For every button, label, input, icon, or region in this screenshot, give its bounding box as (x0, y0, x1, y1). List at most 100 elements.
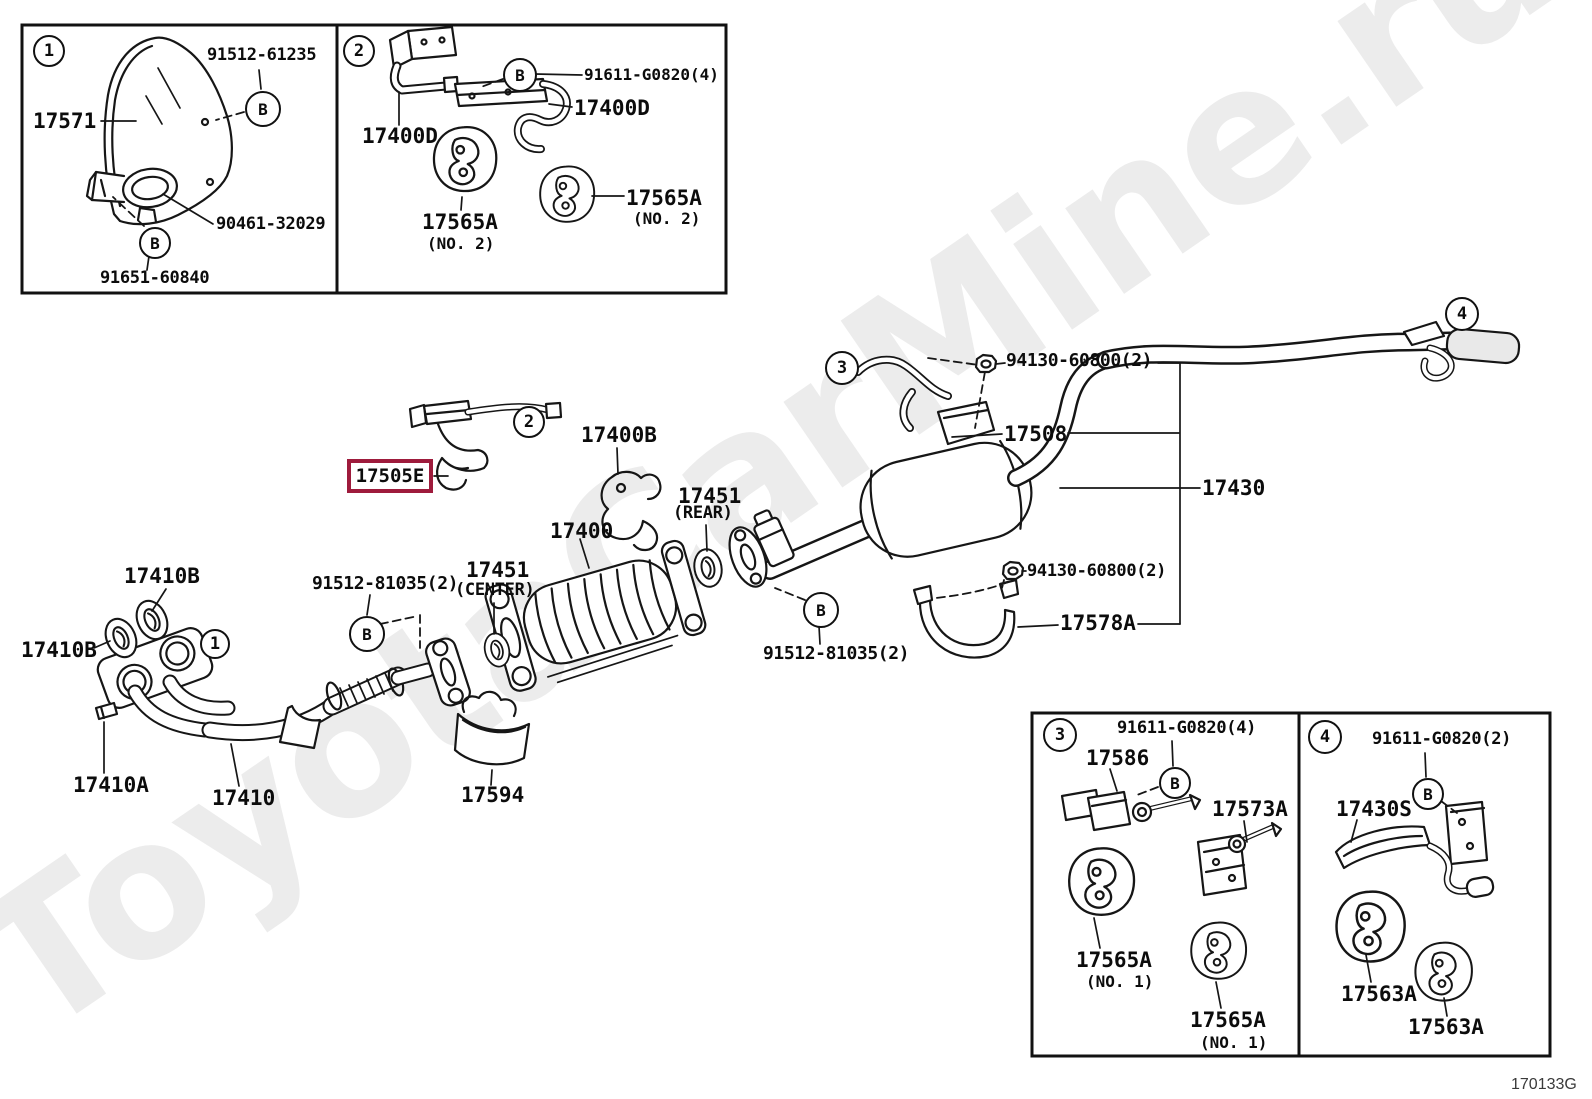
part-label-17565a-box2-right: 17565A (626, 186, 702, 210)
bracket-17573a-drawing (1196, 821, 1283, 897)
part-label-90461-32029: 90461-32029 (216, 214, 326, 234)
inset-box-4 (1297, 711, 1552, 1058)
part-label-17594: 17594 (461, 783, 525, 807)
insulator-17565a-drawing (1190, 921, 1248, 980)
nut-94130-bottom-icon (1001, 560, 1025, 581)
leader-91651 (146, 255, 150, 271)
bracket-17400d-left-drawing (388, 25, 460, 95)
part-label-17505e[interactable]: 17505E (355, 465, 425, 487)
callout-circle-b-91512-61235: B (245, 91, 281, 127)
part-label-91611-g0820-4-box2: 91611-G0820(4) (584, 65, 719, 84)
callout-circle-2-box2: 2 (343, 35, 375, 67)
callout-circle-b-box2: B (503, 58, 537, 92)
leader-17400d-right (548, 103, 573, 108)
leader-17410b-left (93, 640, 111, 649)
pipe-clamp-joint-drawing (753, 509, 795, 568)
part-label-17430: 17430 (1202, 476, 1266, 500)
part-label-91512-61235: 91512-61235 (207, 45, 317, 65)
leader-91512-right (818, 625, 821, 645)
tailpipe-hanger-drawing (1402, 320, 1455, 382)
leader-17578a (1017, 623, 1181, 628)
callout-circle-b-box3: B (1159, 767, 1191, 799)
front-pipe-17410-drawing (94, 627, 471, 750)
leader-17410b-top (151, 588, 167, 612)
leader-17573a (1243, 820, 1248, 843)
nut-94130-top-icon (974, 353, 998, 374)
bracket-17400b-drawing (600, 470, 662, 552)
part-label-94130-bottom: 94130-60800(2) (1027, 561, 1167, 581)
dash-94130-bottom (935, 579, 1009, 599)
muffler-17430-drawing (859, 439, 1033, 560)
insulator-17563a-drawing (1335, 890, 1406, 963)
bracket-17586-drawing (1060, 788, 1202, 832)
dash-b-box3 (1136, 786, 1159, 796)
gasket-17451-rear-drawing (690, 546, 726, 590)
leader-17586 (1109, 768, 1118, 792)
part-label-17410a: 17410A (73, 773, 149, 797)
insulator-17565a-drawing (432, 126, 498, 193)
part-label-17400: 17400 (550, 519, 614, 543)
part-label-91611-g0820-4-box3: 91611-G0820(4) (1117, 718, 1257, 738)
part-sublabel-rear: (REAR) (673, 503, 733, 523)
leader-17563a-left (1365, 954, 1372, 983)
catalytic-converter-17400-drawing (484, 539, 707, 692)
leader-17430s (1350, 819, 1358, 843)
part-label-17400b: 17400B (581, 423, 657, 447)
leader-91512-61235 (258, 69, 262, 90)
part-sublabel-no1-left: (NO. 1) (1086, 972, 1154, 991)
insulator-17565a-drawing (1068, 847, 1136, 916)
part-label-94130-top: 94130-60800(2) (1006, 350, 1153, 371)
part-sublabel-no2-left: (NO. 2) (427, 234, 495, 253)
dash-b2 (112, 196, 145, 227)
highlighted-part-box[interactable]: 17505E (347, 459, 433, 493)
callout-circle-2-main: 2 (513, 406, 545, 438)
leader-17594 (490, 769, 493, 786)
leader-94130-top (995, 362, 1181, 365)
dash-b1 (215, 111, 245, 121)
part-label-17410b-top: 17410B (124, 564, 200, 588)
leader-17565a-left (460, 196, 463, 211)
part-sublabel-center: (CENTER) (455, 580, 535, 600)
dash-b-right (774, 587, 806, 601)
saddle-17578a-drawing (912, 578, 1020, 659)
part-label-17400d-left: 17400D (362, 124, 438, 148)
leader-91611-box3 (1171, 740, 1174, 767)
callout-circle-b-box4: B (1412, 778, 1444, 810)
part-sublabel-no1-right: (NO. 1) (1200, 1033, 1268, 1052)
leader-17410 (230, 743, 240, 787)
bracket-17505e-drawing (408, 399, 563, 491)
part-label-17571: 17571 (33, 109, 97, 133)
leader-91512-left (366, 594, 371, 616)
part-label-17451-rear: 17451 (678, 484, 742, 508)
part-label-17573a: 17573A (1212, 797, 1288, 821)
dash-b-box4 (1440, 800, 1458, 814)
callout-circle-4-main: 4 (1445, 297, 1479, 331)
part-label-17400d-right: 17400D (574, 96, 650, 120)
dash-b-left (379, 614, 421, 649)
leader-17400 (579, 538, 590, 569)
part-label-91611-g0820-2: 91611-G0820(2) (1372, 729, 1512, 749)
part-label-17563a-left: 17563A (1341, 982, 1417, 1006)
leader-90461 (162, 193, 214, 225)
leader-17400b (616, 447, 619, 475)
callout-circle-b-left-main: B (349, 616, 385, 652)
inlet-flange-drawing (728, 526, 768, 588)
part-label-17508: 17508 (1004, 422, 1068, 446)
callout-circle-b-right-main: B (803, 592, 839, 628)
part-label-17563a-right: 17563A (1408, 1015, 1484, 1039)
part-label-91651-60840: 91651-60840 (100, 268, 210, 288)
leader-91611-box4 (1424, 752, 1427, 778)
callout-circle-1-main: 1 (200, 629, 230, 659)
leader-17565a-no1-left (1093, 917, 1101, 949)
part-label-91512-81035-left: 91512-81035(2) (312, 573, 459, 594)
clamp-17594-drawing (453, 690, 531, 766)
bracket-17430s-drawing (1334, 800, 1495, 898)
drawing-code: 170133G (1511, 1076, 1577, 1093)
inset-box-2 (335, 23, 728, 295)
part-label-17565a-box3-right: 17565A (1190, 1008, 1266, 1032)
clamp-90461-drawing (85, 167, 178, 209)
part-label-17430s: 17430S (1336, 797, 1412, 821)
leader-17508 (951, 432, 1180, 438)
